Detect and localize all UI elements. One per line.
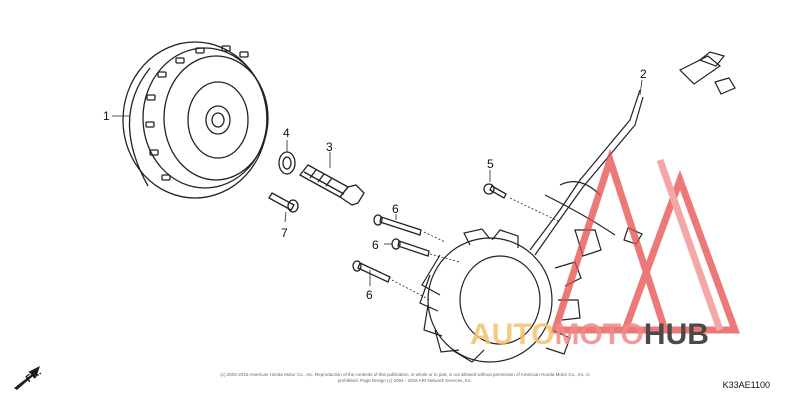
- small-bolt-7[interactable]: [268, 192, 299, 213]
- callout-2: 2: [640, 67, 647, 81]
- flywheel-bolt[interactable]: [299, 164, 365, 206]
- callout-1: 1: [103, 109, 110, 123]
- watermark-brand-auto: AUTO: [470, 318, 555, 351]
- watermark-logo-triangles: [550, 148, 741, 334]
- callout-7: 7: [281, 226, 288, 240]
- washer[interactable]: [278, 151, 296, 175]
- bolt-5[interactable]: [483, 183, 507, 199]
- stator-bolt-middle[interactable]: [391, 238, 430, 257]
- callout-6-upper: 6: [392, 202, 399, 216]
- stator-bolt-upper[interactable]: [373, 214, 422, 236]
- flywheel-rotor[interactable]: [122, 41, 269, 199]
- callout-5: 5: [487, 157, 494, 171]
- fr-direction-arrow-icon: [14, 366, 40, 390]
- stator-bolt-lower[interactable]: [352, 260, 391, 283]
- watermark-brand-moto: MOTO: [554, 318, 644, 351]
- callout-4: 4: [283, 126, 290, 140]
- callout-6-lower: 6: [366, 288, 373, 302]
- diagram-code: K33AE1100: [722, 380, 770, 390]
- callout-3: 3: [326, 140, 333, 154]
- copyright-notice: (c) 2002-2015 American Honda Motor Co., …: [220, 372, 590, 383]
- watermark-brand: AUTOMOTOHUB: [470, 318, 709, 352]
- callout-6-middle: 6: [372, 238, 379, 252]
- watermark-brand-hub: HUB: [643, 318, 709, 351]
- leader-lines: [112, 79, 643, 301]
